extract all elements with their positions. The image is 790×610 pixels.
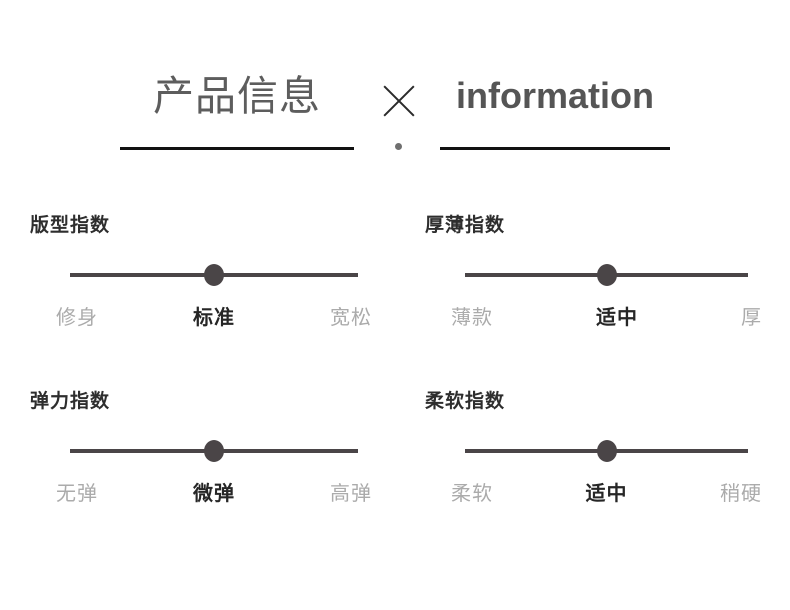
slider-scale-elasticity-index: 无弹 微弹 高弹 (56, 480, 371, 508)
product-attribute-grid: 版型指数 修身 标准 宽松 厚薄指数 薄款 适中 厚 (0, 213, 790, 508)
attribute-row-1: 版型指数 修身 标准 宽松 厚薄指数 薄款 适中 厚 (0, 213, 790, 332)
slider-knob[interactable] (204, 440, 224, 462)
slider-title-fit-index: 版型指数 (30, 215, 111, 236)
slider-label-max[interactable]: 高弹 (330, 483, 372, 505)
slider-label-max[interactable]: 稍硬 (720, 483, 762, 505)
slider-thickness-index[interactable] (465, 262, 748, 288)
slider-title-softness-index: 柔软指数 (425, 391, 506, 412)
slider-block-thickness-index: 厚薄指数 薄款 适中 厚 (395, 213, 790, 332)
slider-label-selected[interactable]: 适中 (596, 307, 638, 329)
slider-label-selected[interactable]: 适中 (585, 483, 628, 505)
page-title-cn: 产品信息 (153, 73, 321, 119)
header-title-cn-block: 产品信息 (120, 68, 354, 150)
slider-knob[interactable] (596, 264, 617, 286)
header-rule-left (120, 147, 354, 150)
slider-title-thickness-index: 厚薄指数 (425, 215, 506, 236)
slider-label-min[interactable]: 薄款 (451, 307, 493, 329)
header-title-en-block: information (440, 68, 670, 150)
slider-label-min[interactable]: 柔软 (451, 483, 493, 505)
slider-label-selected[interactable]: 标准 (193, 307, 235, 329)
page-title-en: information (456, 75, 654, 116)
attribute-row-2: 弹力指数 无弹 微弹 高弹 柔软指数 柔软 适中 稍硬 (0, 389, 790, 508)
slider-block-elasticity-index: 弹力指数 无弹 微弹 高弹 (0, 389, 395, 508)
slider-elasticity-index[interactable] (70, 438, 358, 464)
slider-knob[interactable] (204, 264, 224, 286)
slider-scale-thickness-index: 薄款 适中 厚 (451, 304, 761, 332)
slider-title-elasticity-index: 弹力指数 (30, 391, 111, 412)
slider-label-selected[interactable]: 微弹 (193, 483, 235, 505)
dot-icon (395, 143, 402, 150)
header-rule-right (440, 147, 670, 150)
slider-label-max[interactable]: 宽松 (330, 307, 372, 329)
slider-knob[interactable] (596, 440, 617, 462)
slider-block-fit-index: 版型指数 修身 标准 宽松 (0, 213, 395, 332)
slider-label-min[interactable]: 修身 (56, 307, 98, 329)
slider-block-softness-index: 柔软指数 柔软 适中 稍硬 (395, 389, 790, 508)
header-separator (354, 68, 440, 160)
page-header: 产品信息 information (0, 68, 790, 160)
slider-softness-index[interactable] (465, 438, 748, 464)
slider-scale-fit-index: 修身 标准 宽松 (56, 304, 371, 332)
slider-scale-softness-index: 柔软 适中 稍硬 (451, 480, 761, 508)
slider-label-min[interactable]: 无弹 (56, 483, 98, 505)
slider-label-max[interactable]: 厚 (741, 307, 762, 329)
x-cross-icon (377, 80, 419, 122)
slider-fit-index[interactable] (70, 262, 358, 288)
